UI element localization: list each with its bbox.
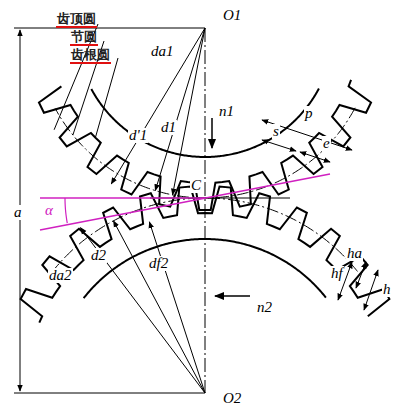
dimension-symbol: p [304,106,314,121]
line-of-action [40,174,330,230]
diameter-line [149,222,205,393]
diameter-line [111,28,205,184]
rotation-arrow [211,118,213,148]
dimension-line [20,200,21,391]
dimension-symbol: C [190,178,202,193]
dimension-symbol: n1 [218,104,235,119]
dimension-line [364,270,378,310]
circle-name: 节圆 [70,30,98,46]
dimension-symbol: a [13,205,23,220]
dimension-symbol: h [382,282,392,297]
dimension-symbol: O1 [222,8,242,23]
dimension-symbol: d'1 [128,128,148,143]
dimension-symbol: df2 [148,256,169,271]
diameter-line [113,221,205,393]
rim-line [84,239,326,298]
extension-line [14,393,205,394]
dimension-symbol: n2 [256,300,273,315]
dimension-symbol: s [272,124,280,139]
circle-name: 齿顶圆 [56,12,97,28]
diameter-line [173,28,205,195]
leader-line [95,58,118,138]
dimension-symbol: hf [330,266,344,281]
dimension-line [300,152,330,162]
center-line [205,28,206,393]
dimension-symbol: d2 [90,248,107,263]
circle-name: 齿根圆 [70,48,111,64]
dimension-symbol: e [322,136,331,151]
rotation-arrow [215,295,250,297]
diameter-line [80,228,205,393]
dimension-line [262,120,352,150]
dimension-line [356,262,366,288]
extension-line [14,28,205,29]
dimension-symbol: d1 [160,120,177,135]
dimension-line [262,140,296,151]
dimension-symbol: da2 [48,268,73,283]
dimension-symbol: α [44,203,54,218]
dimension-symbol: ha [346,246,363,261]
dimension-line [20,30,21,200]
dimension-symbol: O2 [222,391,242,406]
dimension-symbol: da1 [150,44,175,59]
angle-arc [65,198,67,223]
leader-line [54,24,98,130]
